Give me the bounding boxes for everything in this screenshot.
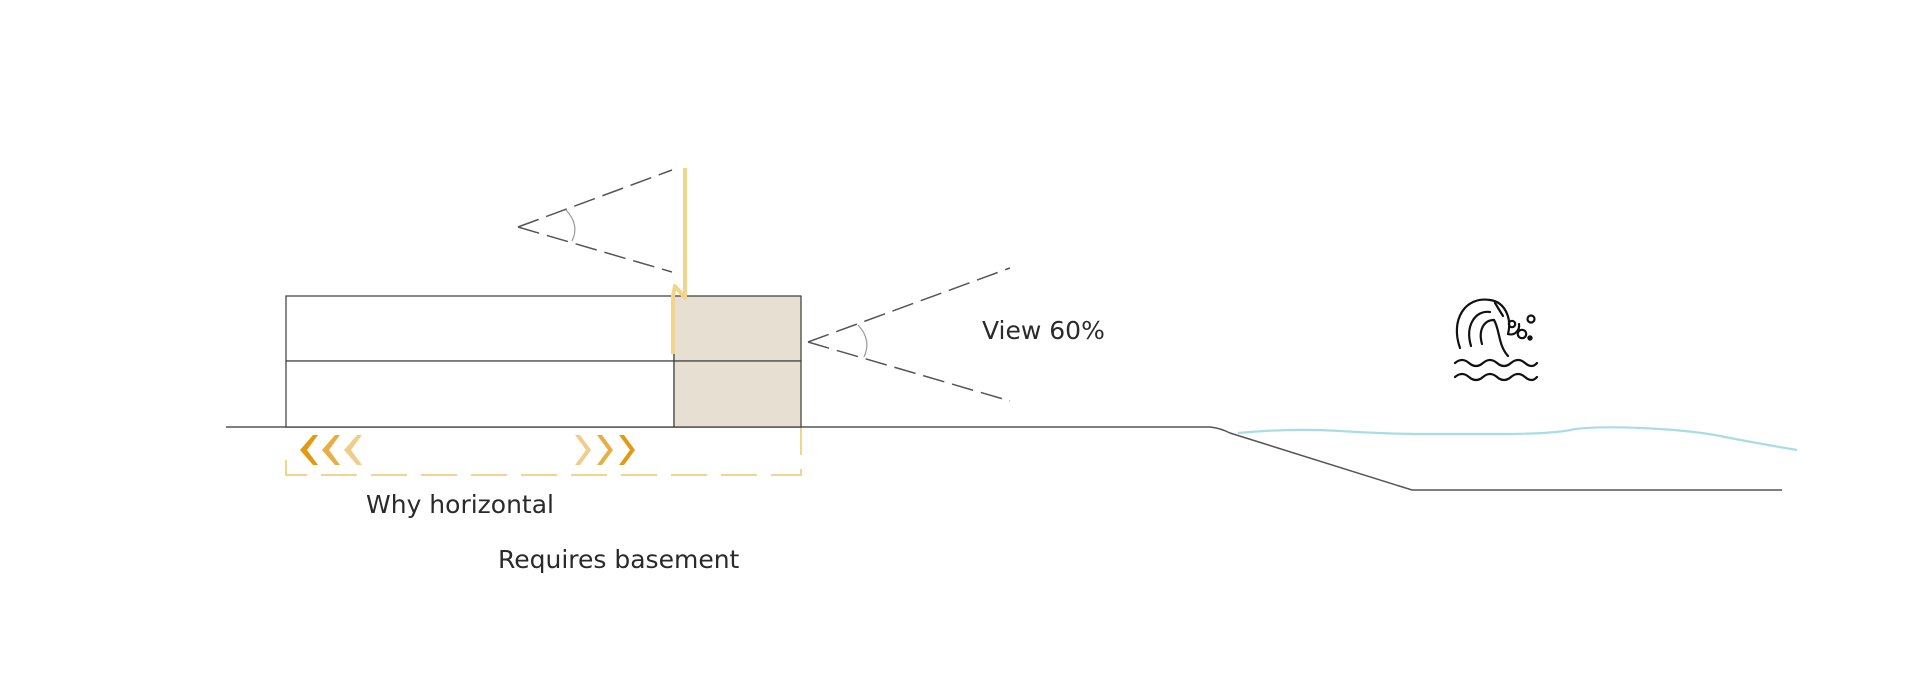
view-percentage-label: View 60%: [982, 316, 1105, 345]
water-surface: [1237, 426, 1798, 452]
flood-wave-icon: [1453, 298, 1539, 382]
requires-basement-label: Requires basement: [498, 545, 740, 574]
view-cone-lower: [807, 267, 1011, 402]
why-horizontal-label: Why horizontal: [366, 490, 555, 519]
shaded-block-upper: [673, 295, 802, 362]
ground-line: [226, 426, 1782, 491]
view-cone-upper: [517, 169, 673, 273]
building-lower-floor: [285, 360, 675, 428]
building-upper-floor: [285, 295, 675, 362]
section-cut-line: [671, 168, 687, 354]
chevrons-left-icon: [300, 435, 362, 465]
chevrons-right-icon: [575, 435, 635, 465]
shaded-block-lower: [673, 360, 802, 428]
dashed-bracket: [285, 428, 802, 476]
